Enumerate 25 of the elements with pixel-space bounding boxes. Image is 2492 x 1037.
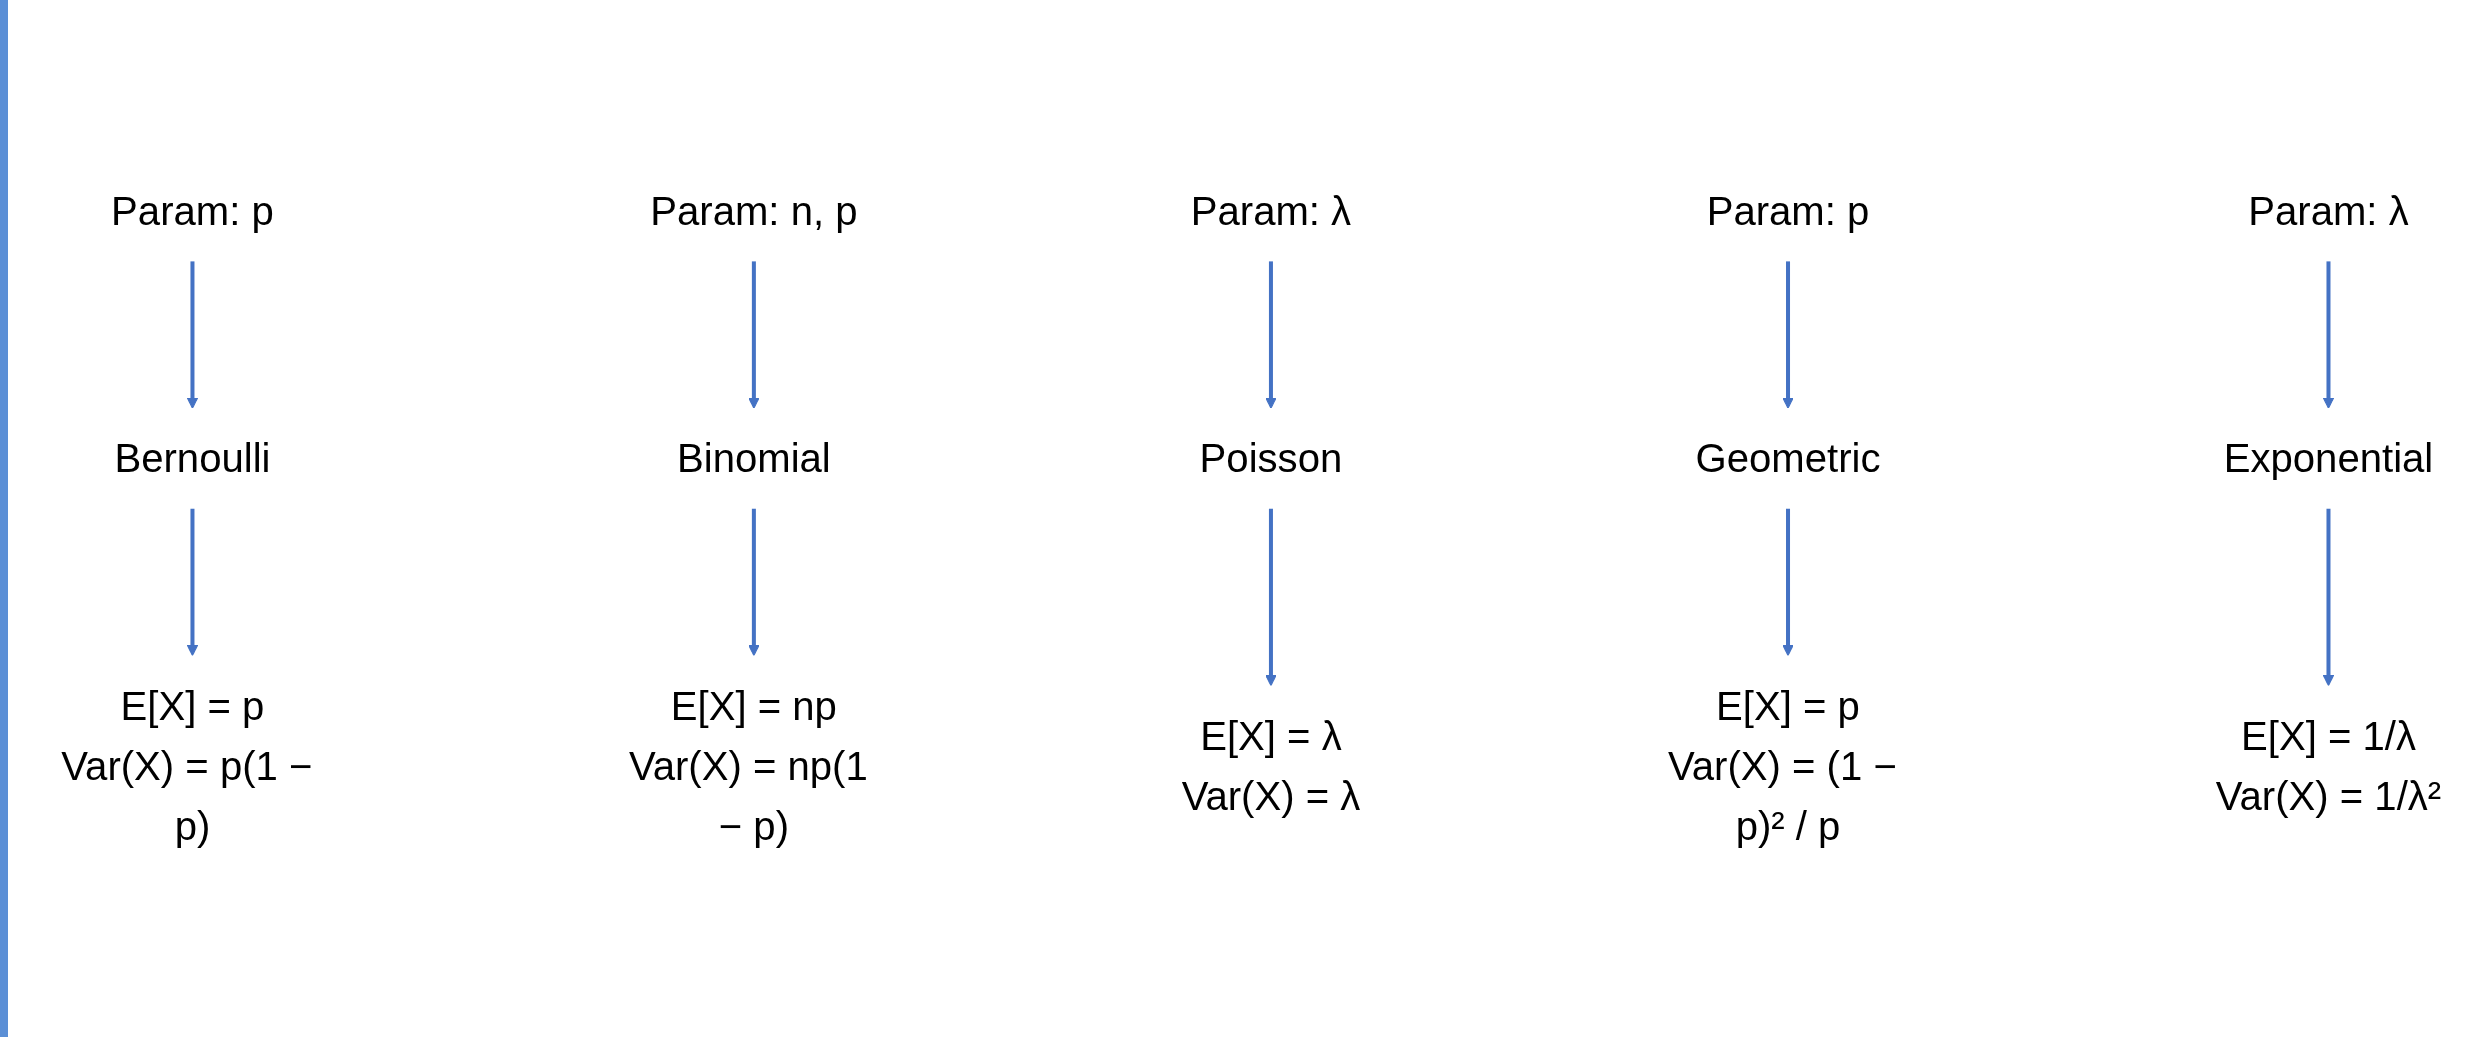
node-text: E[X] = np Var(X) = np(1 − p) [628, 683, 868, 848]
node-text: Poisson [1199, 436, 1343, 481]
node-text: E[X] = 1/λ Var(X) = 1/λ² [2215, 713, 2442, 818]
node-text: Geometric [1695, 436, 1881, 481]
arrow [186, 508, 199, 657]
arrow [1265, 261, 1277, 409]
node-text: Bernoulli [114, 436, 271, 481]
node-text: Param: λ [2248, 189, 2409, 234]
node-text: Param: p [1706, 189, 1870, 234]
node-text: Binomial [676, 436, 831, 481]
node-text: E[X] = p Var(X) = (1 − p)² / p [1668, 683, 1897, 848]
node-text: Exponential [2223, 436, 2434, 481]
node-text: Param: p [111, 189, 274, 234]
node-text: E[X] = p Var(X) = p(1 − p) [61, 683, 313, 848]
node-text: Param: λ [1190, 189, 1352, 234]
arrow [2322, 261, 2335, 409]
arrow [1782, 261, 1794, 409]
arrow [2322, 508, 2335, 687]
arrow [1265, 508, 1277, 687]
arrow [748, 508, 760, 657]
arrow [748, 261, 760, 409]
arrow [186, 261, 199, 409]
arrow [1782, 508, 1794, 657]
node-text: Param: n, p [650, 189, 858, 234]
node-text: E[X] = λ Var(X) = λ [1181, 713, 1361, 818]
